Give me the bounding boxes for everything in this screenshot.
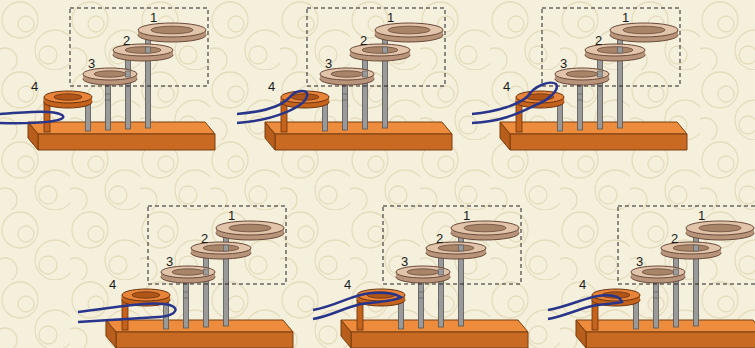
callout-number: 3 <box>636 255 643 268</box>
callout-number: 3 <box>325 57 332 70</box>
callout-number: 3 <box>401 255 408 268</box>
callout-number: 4 <box>268 80 275 93</box>
panel <box>472 8 687 150</box>
callout-number: 1 <box>387 11 394 24</box>
callout-number: 4 <box>31 80 38 93</box>
callout-number: 3 <box>88 57 95 70</box>
callout-number: 1 <box>622 11 629 24</box>
callout-number: 2 <box>671 232 678 245</box>
string <box>0 112 63 123</box>
panel <box>78 206 293 348</box>
string <box>472 83 557 123</box>
callout-number: 2 <box>201 232 208 245</box>
string <box>313 293 401 319</box>
callout-number: 1 <box>150 11 157 24</box>
callout-number: 1 <box>463 209 470 222</box>
panel <box>237 8 452 150</box>
string <box>548 295 622 319</box>
callout-number: 2 <box>360 34 367 47</box>
callout-number: 4 <box>503 80 510 93</box>
string <box>78 304 175 322</box>
string <box>237 91 307 123</box>
callout-number: 2 <box>595 34 602 47</box>
panel <box>313 206 528 348</box>
panel <box>548 206 755 348</box>
callout-number: 2 <box>436 232 443 245</box>
panel <box>0 8 215 150</box>
callout-number: 1 <box>228 209 235 222</box>
callout-number: 3 <box>560 57 567 70</box>
callout-number: 1 <box>698 209 705 222</box>
callout-number: 4 <box>344 278 351 291</box>
callout-number: 3 <box>166 255 173 268</box>
callout-number: 4 <box>579 278 586 291</box>
callout-number: 2 <box>123 34 130 47</box>
callout-number: 4 <box>109 278 116 291</box>
